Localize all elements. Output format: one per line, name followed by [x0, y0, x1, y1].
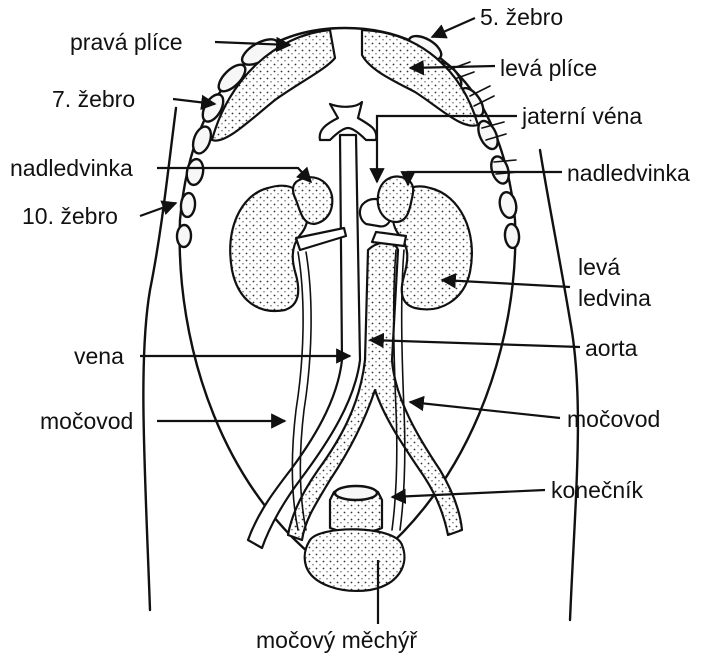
label-rib-5: 5. žebro [480, 4, 563, 30]
label-adrenal-right: nadledvinka [10, 155, 133, 181]
label-aorta: aorta [585, 335, 638, 361]
body-outline-left [143, 108, 176, 610]
label-left-kidney-1: levá [578, 254, 620, 280]
rectum-opening [335, 486, 377, 500]
label-bladder: močový měchýř [256, 627, 418, 653]
label-rib-10: 10. žebro [22, 203, 118, 229]
label-adrenal-left: nadledvinka [567, 160, 690, 186]
label-rectum: konečník [551, 477, 644, 503]
label-vein: vena [74, 343, 124, 369]
label-ureter-right: močovod [40, 408, 133, 434]
label-right-lung: pravá plíce [70, 29, 183, 55]
label-left-lung: levá plíce [500, 55, 597, 81]
label-left-kidney-2: ledvina [578, 285, 651, 311]
label-ureter-left: močovod [567, 406, 660, 432]
body-outline-right [540, 150, 578, 620]
label-hepatic-vein: jaterní véna [521, 103, 642, 129]
urinary-bladder [305, 529, 405, 591]
label-rib-7: 7. žebro [52, 86, 135, 112]
right-kidney [230, 186, 308, 311]
